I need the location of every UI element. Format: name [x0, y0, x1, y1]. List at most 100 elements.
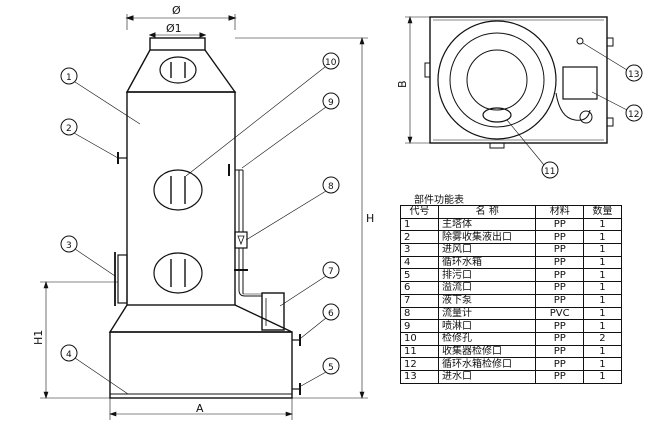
- phi-label: Ø: [172, 4, 181, 17]
- cone-window: [159, 56, 197, 84]
- callout-1: 1: [60, 67, 141, 125]
- spray-pipe: [228, 164, 244, 232]
- svg-text:12: 12: [628, 110, 639, 120]
- callout-13: 13: [582, 42, 643, 82]
- cell-name: 循环水箱: [438, 255, 537, 270]
- a-label: A: [196, 402, 204, 415]
- cell-quantity: 1: [582, 306, 623, 321]
- callout-3: 3: [60, 235, 116, 277]
- cell-quantity: 1: [582, 293, 623, 308]
- cell-material: PP: [535, 243, 584, 257]
- cell-quantity: 1: [582, 344, 623, 359]
- b-label: B: [396, 80, 409, 88]
- cell-quantity: 2: [582, 331, 623, 346]
- callout-2: 2: [60, 118, 119, 159]
- cell-name: 喷淋口: [438, 319, 537, 333]
- cell-name: 收集器检修口: [438, 344, 537, 359]
- callout-9: 9: [241, 92, 340, 169]
- cell-code: 1: [399, 217, 440, 232]
- submersible-pump: [261, 292, 285, 331]
- h-dimension: H: [235, 37, 374, 399]
- cell-name: 检修孔: [438, 331, 537, 346]
- svg-text:2: 2: [66, 124, 72, 134]
- header-material: 材料: [535, 205, 584, 219]
- cell-material: PP: [535, 293, 584, 308]
- callout-6: 6: [300, 303, 340, 339]
- cell-quantity: 1: [582, 281, 623, 295]
- cell-name: 循环水箱检修口: [438, 357, 537, 371]
- cell-name: 除雾收集液出口: [438, 230, 537, 245]
- callout-4: 4: [60, 344, 129, 395]
- callout-12: 12: [591, 91, 643, 122]
- svg-text:10: 10: [325, 58, 337, 68]
- mist-drain-outlet: [117, 152, 127, 164]
- cell-code: 12: [399, 357, 440, 371]
- cell-code: 10: [399, 331, 440, 346]
- cell-code: 9: [399, 319, 440, 333]
- cell-code: 8: [399, 306, 440, 321]
- phi-dimension: Ø: [125, 4, 237, 30]
- cell-name: 液下泵: [438, 293, 537, 308]
- cell-name: 流量计: [438, 306, 537, 321]
- header-quantity: 数量: [582, 205, 623, 219]
- cell-name: 主塔体: [438, 217, 537, 232]
- b-dimension: B: [396, 16, 430, 144]
- cell-quantity: 1: [582, 217, 623, 232]
- svg-text:8: 8: [328, 182, 334, 192]
- plan-view-outline: [429, 16, 608, 144]
- cell-name: 进水口: [438, 369, 537, 384]
- cell-name: 溢流口: [438, 281, 537, 295]
- collector-access-port: [482, 107, 512, 123]
- cell-quantity: 1: [582, 319, 623, 333]
- cell-code: 7: [399, 293, 440, 308]
- callout-10: 10: [185, 52, 340, 177]
- overflow-port: [292, 334, 301, 346]
- tower-base-flare: [108, 304, 293, 333]
- manhole-lower: [153, 252, 203, 294]
- cell-code: 3: [399, 243, 440, 257]
- cell-material: PVC: [535, 306, 584, 321]
- cell-code: 4: [399, 255, 440, 270]
- a-dimension: A: [109, 398, 293, 420]
- h1-dimension: H1: [32, 281, 118, 399]
- plan-pipe: [555, 92, 591, 121]
- cell-material: PP: [535, 268, 584, 283]
- main-tower-body: [126, 91, 236, 306]
- cell-code: 13: [399, 369, 440, 384]
- cell-material: PP: [535, 230, 584, 245]
- cell-quantity: 1: [582, 255, 623, 270]
- svg-text:11: 11: [544, 167, 555, 177]
- svg-text:9: 9: [328, 98, 334, 108]
- water-inlet-symbol: [576, 37, 584, 45]
- svg-text:7: 7: [328, 267, 334, 277]
- cell-quantity: 1: [582, 243, 623, 257]
- phi1-dimension: Ø1: [148, 22, 207, 38]
- cell-material: PP: [535, 369, 584, 384]
- plan-tower-outer: [437, 20, 557, 140]
- tank-access-port: [562, 66, 598, 100]
- plan-tower-inner: [449, 32, 545, 128]
- header-code: 代号: [399, 205, 440, 219]
- table-title: 部件功能表: [414, 195, 464, 206]
- cell-quantity: 1: [582, 268, 623, 283]
- callout-7: 7: [279, 261, 340, 307]
- cell-material: PP: [535, 319, 584, 333]
- cell-material: PP: [535, 255, 584, 270]
- svg-text:6: 6: [328, 309, 334, 319]
- cell-quantity: 1: [582, 369, 623, 384]
- cell-quantity: 1: [582, 357, 623, 371]
- manhole-upper: [153, 169, 203, 211]
- svg-text:13: 13: [628, 70, 639, 80]
